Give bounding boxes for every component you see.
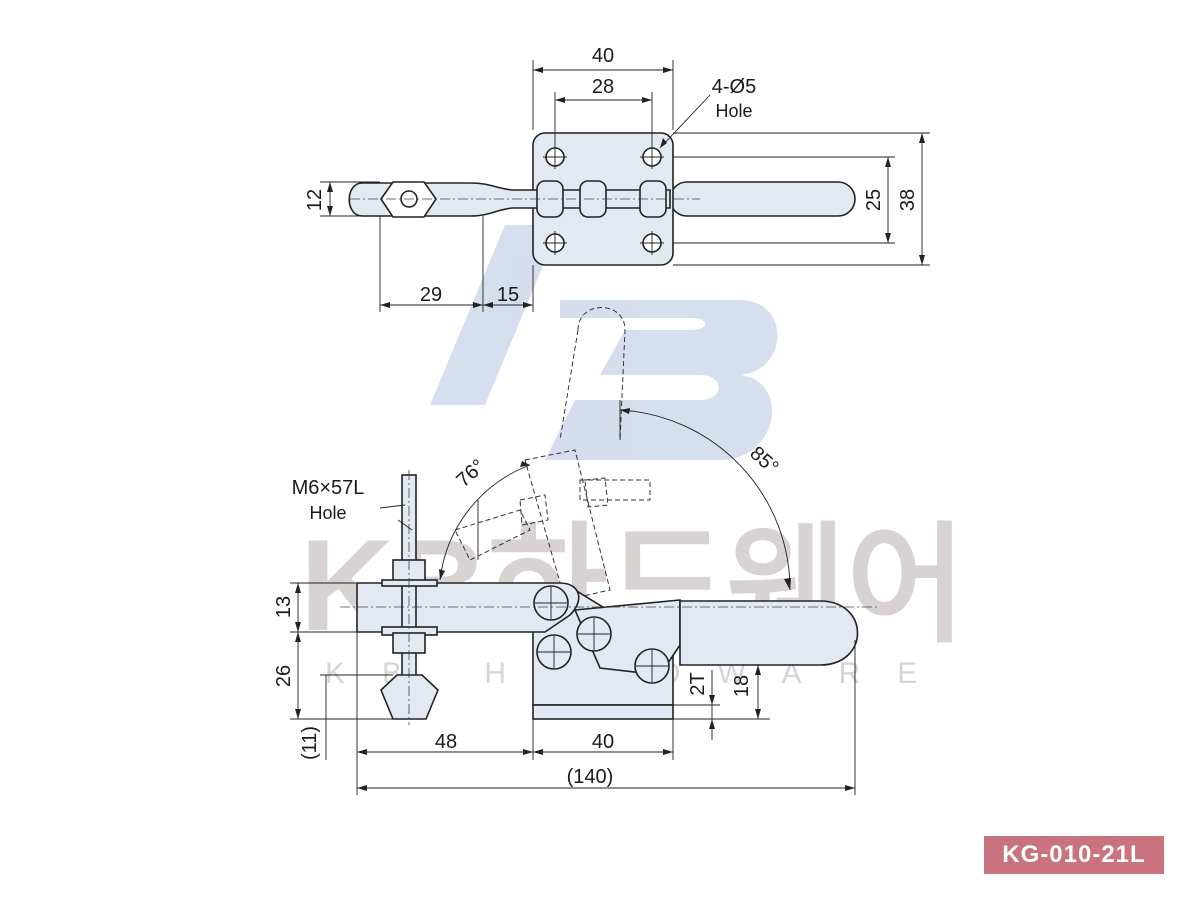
kb-logo-watermark: [430, 225, 778, 460]
open-position-outline: [454, 307, 651, 601]
spindle-tip: [380, 674, 439, 720]
angle-arc-open: [439, 464, 531, 581]
handle-grip-side: [679, 600, 859, 666]
dim-tip-height: (11): [299, 726, 321, 760]
hole-note-label: Hole: [715, 101, 752, 121]
dim-bolt-offset: 29: [420, 284, 442, 306]
dim-arm-offset: 15: [497, 284, 519, 306]
base-plate-side: [532, 704, 674, 720]
thread-note-size: M6×57L: [292, 477, 365, 499]
dim-total-length: (140): [567, 766, 614, 788]
dim-base-length: 40: [592, 731, 614, 753]
thread-note-label: Hole: [309, 503, 346, 523]
spindle-washer-upper: [381, 579, 438, 587]
side-dimension-lines: [290, 504, 856, 795]
model-code-badge: KG-010-21L: [984, 836, 1164, 874]
pivot-pins-side: [533, 585, 670, 684]
dim-spindle-height: 26: [273, 665, 295, 687]
dim-width-outer: 40: [592, 45, 614, 67]
mounting-holes: [543, 145, 664, 255]
dim-base-height: 18: [731, 675, 753, 697]
top-dimension-lines: [320, 60, 930, 312]
dim-height-outer: 38: [897, 189, 919, 211]
dim-arm-thickness: 13: [273, 596, 295, 618]
dim-width-inner: 28: [592, 76, 614, 98]
dim-base-thickness: 2T: [687, 672, 709, 695]
top-view: 40 28 4-Ø5 Hole 25 38 12 29 15: [304, 45, 930, 312]
dim-reach: 48: [435, 731, 457, 753]
dim-bolt-width: 12: [304, 189, 326, 211]
angle-arc-handle: [619, 409, 791, 591]
dim-height-inner: 25: [863, 189, 885, 211]
angle-open-label: 76°: [452, 455, 489, 492]
hole-note-size: 4-Ø5: [712, 76, 756, 98]
